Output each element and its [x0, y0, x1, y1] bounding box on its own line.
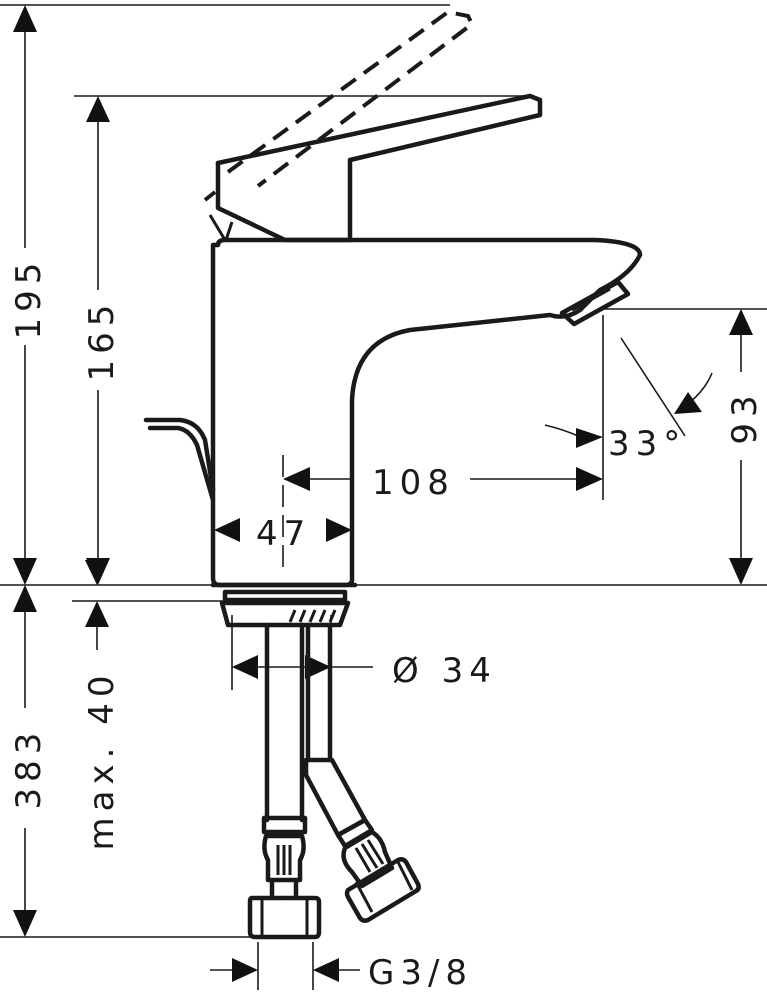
arrow-down-icon [85, 560, 109, 585]
lever-handle [215, 93, 543, 243]
arrow-up-icon [85, 601, 109, 627]
dimension-47: 47 [214, 514, 352, 554]
dim-label-max-40: max. 40 [82, 670, 122, 851]
hose-angled [305, 622, 333, 763]
arrow-up-icon [86, 96, 110, 122]
faucet-body [143, 9, 643, 628]
arrow-down-icon [729, 558, 753, 585]
dim-label-47: 47 [256, 514, 311, 554]
dim-label-108: 108 [372, 463, 455, 503]
dimension-195: 195 [9, 5, 49, 585]
aerator [559, 279, 631, 327]
dimension-max-40: max. 40 [82, 560, 122, 850]
dimension-g3-8: G3/8 [210, 942, 473, 993]
arrow-right-icon [576, 428, 603, 448]
arrow-up-icon [13, 5, 37, 32]
dimension-383: 383 [9, 585, 49, 937]
arrow-right-icon [326, 518, 352, 542]
lever-open-position [226, 9, 475, 188]
dim-label-93: 93 [725, 389, 765, 444]
arrow-left-icon [674, 392, 702, 414]
hose-nut-g3-8 [247, 895, 322, 940]
arrow-left-icon [214, 518, 240, 542]
pop-up-rod [143, 417, 216, 493]
arrow-right-icon [305, 655, 331, 679]
arrow-left-icon [283, 467, 310, 491]
hose-crimp-angled [341, 829, 395, 889]
dimension-165: 165 [82, 96, 122, 585]
arrow-up-icon [13, 585, 37, 612]
dimension-93: 93 [725, 309, 765, 585]
dim-label-165: 165 [82, 299, 122, 382]
dim-label-383: 383 [9, 727, 49, 810]
arrow-up-icon [729, 309, 753, 335]
arrow-right-icon [232, 958, 258, 982]
base-flange [222, 589, 348, 603]
arrow-right-icon [576, 467, 603, 491]
dimension-108: 108 [283, 463, 603, 503]
supply-hoses [247, 622, 421, 940]
arrow-left-icon [232, 655, 258, 679]
arrow-down-icon [13, 910, 37, 937]
hose-straight [264, 622, 305, 823]
extension-lines [0, 4, 767, 938]
hose-crimp [262, 833, 306, 883]
hose-nut-angled [344, 857, 421, 923]
dim-label-g3-8: G3/8 [368, 953, 473, 993]
arrow-left-icon [313, 958, 339, 982]
dim-label-33: 33° [608, 424, 686, 464]
dim-label-195: 195 [9, 257, 49, 340]
dimension-33-degree: 33° [544, 337, 713, 464]
mounting-nut [219, 600, 351, 628]
arrow-down-icon [13, 558, 37, 585]
dim-label-diameter-34: Ø 34 [392, 651, 497, 691]
